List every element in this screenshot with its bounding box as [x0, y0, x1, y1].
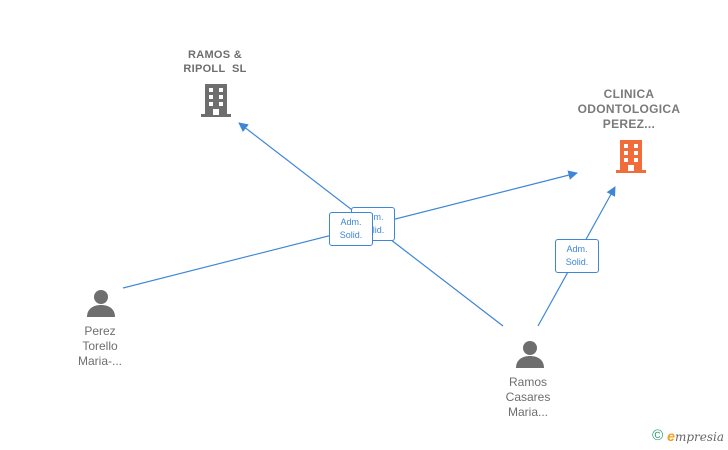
- brand-e: e: [667, 427, 675, 444]
- company-name-line: RAMOS &: [187, 49, 243, 61]
- person-perez-torello[interactable]: Perez Torello Maria-...: [58, 324, 142, 369]
- brand-word: mpresia: [674, 429, 724, 444]
- person-icon: [516, 341, 544, 368]
- edge-label-line: Adm.: [340, 217, 362, 227]
- person-name-line: Perez: [84, 324, 116, 338]
- building-icon-highlight: [616, 140, 646, 173]
- person-name-line: Casares: [505, 390, 551, 404]
- person-name-line: Maria-...: [77, 354, 122, 368]
- company-name-line: RIPOLL SL: [183, 63, 247, 75]
- company-name-line: CLINICA: [603, 87, 655, 101]
- person-name-line: Maria...: [507, 405, 548, 419]
- company-name-line: PEREZ...: [602, 117, 656, 131]
- empresia-logo: © empresia: [652, 427, 724, 444]
- person-name-line: Ramos: [508, 375, 547, 389]
- copyright-icon: ©: [652, 427, 664, 444]
- company-name-line: ODONTOLOGICA: [577, 102, 681, 116]
- building-icon: [201, 84, 231, 117]
- edge-label-adm-solid-front[interactable]: Adm. Solid.: [329, 212, 373, 246]
- edge-label-line: Adm.: [566, 244, 588, 254]
- edge-label-adm-solid-clinica[interactable]: Adm. Solid.: [555, 239, 599, 273]
- edge-label-line: Solid.: [339, 230, 363, 240]
- company-ramos-ripoll[interactable]: RAMOS & RIPOLL SL: [165, 48, 265, 76]
- edge-label-line: Solid.: [565, 257, 589, 267]
- person-ramos-casares[interactable]: Ramos Casares Maria...: [486, 375, 570, 420]
- person-icon: [87, 290, 115, 317]
- person-name-line: Torello: [82, 339, 118, 353]
- company-clinica-odontologica[interactable]: CLINICA ODONTOLOGICA PEREZ...: [564, 87, 694, 132]
